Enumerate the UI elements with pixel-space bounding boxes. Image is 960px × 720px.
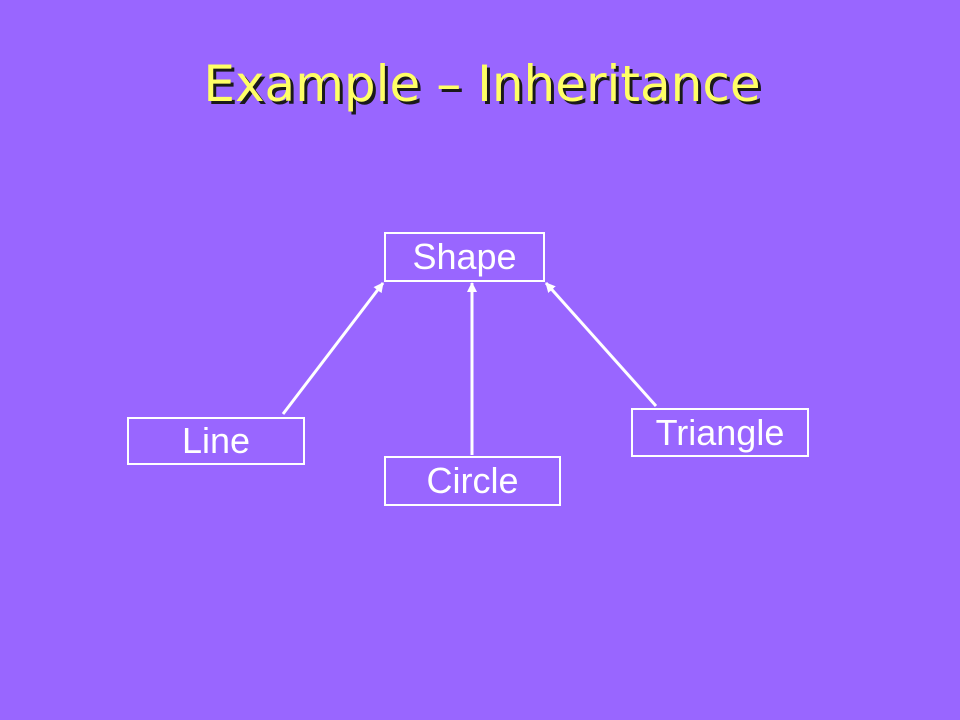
arrow-line-to-shape [281, 282, 385, 415]
triangle-class-box: Triangle [631, 408, 809, 457]
circle-class-box: Circle [384, 456, 561, 506]
shape-class-box: Shape [384, 232, 545, 282]
arrow-triangle-to-shape [544, 282, 658, 407]
line-class-box: Line [127, 417, 305, 465]
slide-title: Example – Inheritance [203, 55, 761, 113]
